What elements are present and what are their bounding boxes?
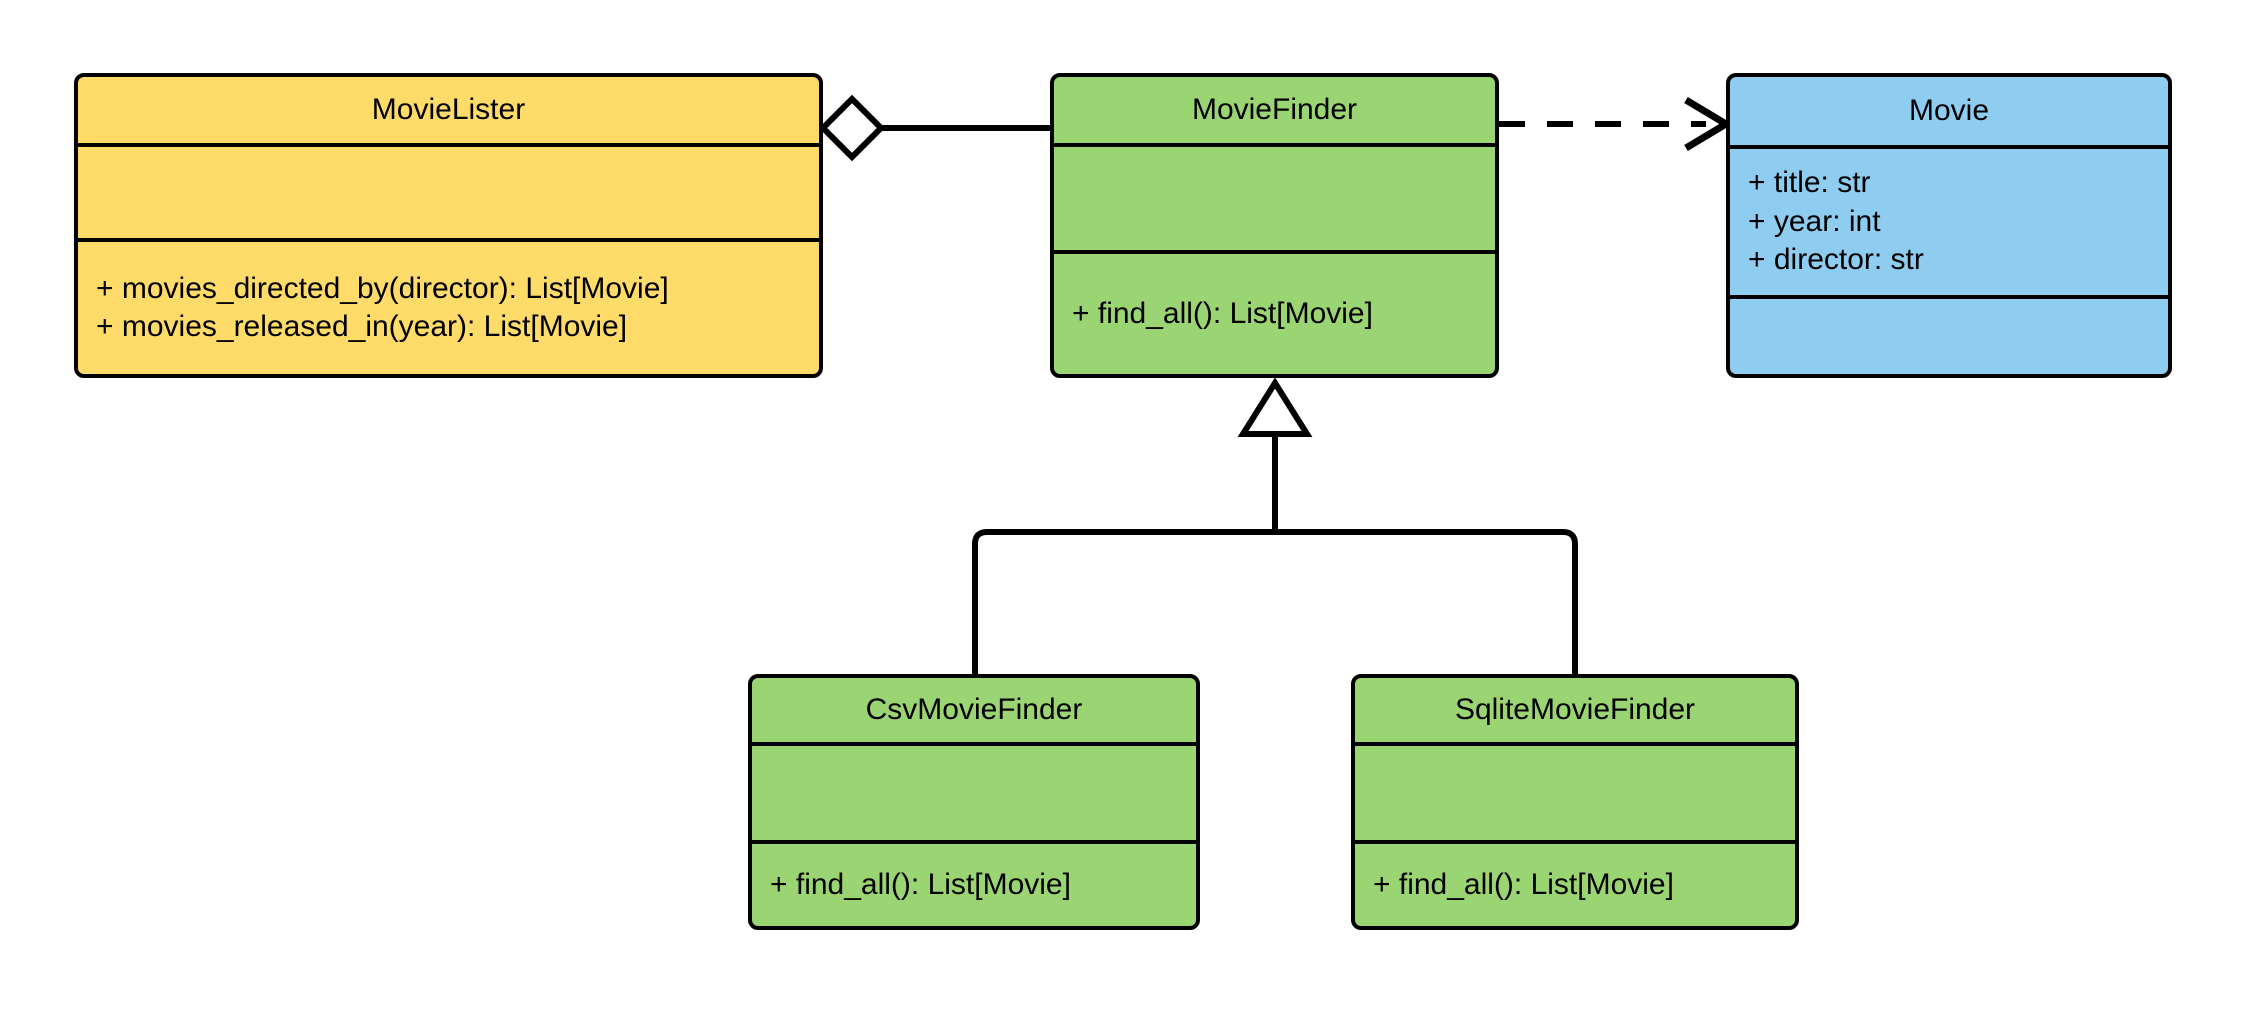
class-box-movie-lister[interactable]: MovieLister + movies_directed_by(directo… bbox=[74, 73, 823, 378]
class-methods-csv-movie-finder: + find_all(): List[Movie] bbox=[752, 844, 1196, 926]
hollow-diamond-marker bbox=[818, 94, 886, 162]
method-item: + find_all(): List[Movie] bbox=[1373, 867, 1674, 901]
class-box-sqlite-movie-finder[interactable]: SqliteMovieFinder + find_all(): List[Mov… bbox=[1351, 674, 1799, 930]
class-methods-sqlite-movie-finder: + find_all(): List[Movie] bbox=[1355, 844, 1795, 926]
class-methods-movie bbox=[1730, 299, 2168, 374]
class-attributes-csv-movie-finder bbox=[752, 746, 1196, 844]
edge-generalization-tree bbox=[972, 377, 1578, 674]
class-box-movie[interactable]: Movie + title: str + year: int + directo… bbox=[1726, 73, 2172, 378]
class-methods-movie-finder: + find_all(): List[Movie] bbox=[1054, 254, 1495, 374]
attribute-item: + title: str bbox=[1748, 166, 1871, 200]
class-box-csv-movie-finder[interactable]: CsvMovieFinder + find_all(): List[Movie] bbox=[748, 674, 1200, 930]
edge-aggregation-lister-finder bbox=[818, 94, 1050, 162]
class-name-movie-finder: MovieFinder bbox=[1054, 77, 1495, 147]
attribute-item: + director: str bbox=[1748, 243, 1924, 277]
edge-dependency-finder-movie bbox=[1499, 96, 1733, 152]
method-item: + find_all(): List[Movie] bbox=[1072, 296, 1373, 330]
class-name-sqlite-movie-finder: SqliteMovieFinder bbox=[1355, 678, 1795, 746]
class-name-movie-lister: MovieLister bbox=[78, 77, 819, 147]
method-item: + find_all(): List[Movie] bbox=[770, 867, 1071, 901]
method-item: + movies_released_in(year): List[Movie] bbox=[96, 310, 628, 343]
class-name-csv-movie-finder: CsvMovieFinder bbox=[752, 678, 1196, 746]
class-attributes-movie: + title: str + year: int + director: str bbox=[1730, 149, 2168, 299]
class-attributes-movie-finder bbox=[1054, 147, 1495, 254]
class-name-movie: Movie bbox=[1730, 77, 2168, 149]
hollow-triangle-marker bbox=[1237, 377, 1313, 437]
attribute-item: + year: int bbox=[1748, 204, 1881, 238]
class-attributes-movie-lister bbox=[78, 147, 819, 242]
class-methods-movie-lister: + movies_directed_by(director): List[Mov… bbox=[78, 242, 819, 374]
class-box-movie-finder[interactable]: MovieFinder + find_all(): List[Movie] bbox=[1050, 73, 1499, 378]
generalization-branch-path bbox=[972, 529, 1578, 674]
class-attributes-sqlite-movie-finder bbox=[1355, 746, 1795, 844]
method-item: + movies_directed_by(director): List[Mov… bbox=[96, 271, 669, 305]
